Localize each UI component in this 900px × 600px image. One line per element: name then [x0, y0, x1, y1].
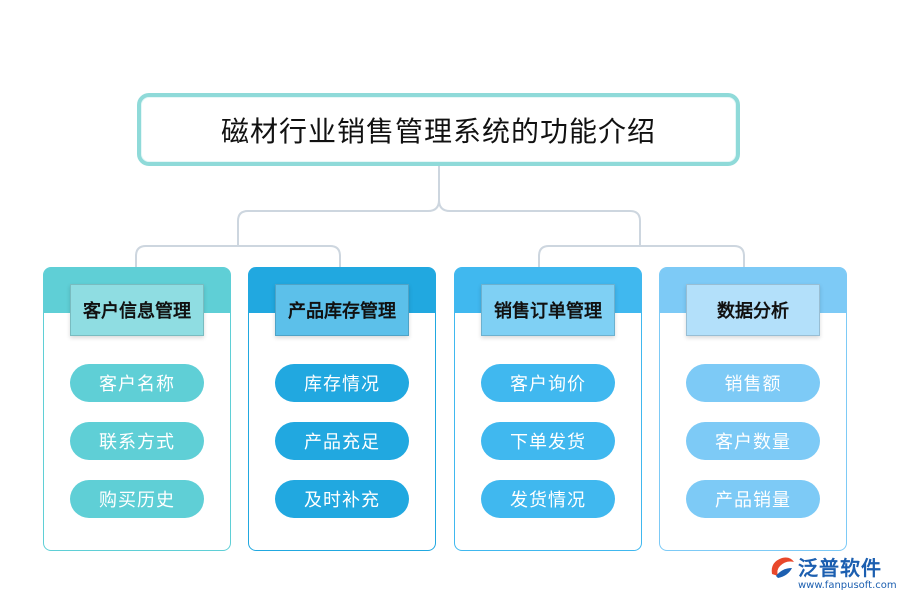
category-item: 及时补充 — [275, 480, 409, 518]
category-item: 购买历史 — [70, 480, 204, 518]
category-item: 发货情况 — [481, 480, 615, 518]
brand-name: 泛普软件 — [798, 556, 882, 580]
diagram-title-box: 磁材行业销售管理系统的功能介绍 — [137, 93, 740, 166]
category-card: 产品库存管理库存情况产品充足及时补充 — [248, 267, 436, 551]
category-item: 联系方式 — [70, 422, 204, 460]
trunk-line — [237, 166, 440, 246]
category-item: 客户名称 — [70, 364, 204, 402]
category-label: 销售订单管理 — [481, 284, 615, 336]
branch-right — [538, 245, 745, 267]
category-item: 产品充足 — [275, 422, 409, 460]
brand-url: www.fanpusoft.com — [798, 580, 897, 591]
brand-logo: 泛普软件 www.fanpusoft.com — [768, 552, 897, 596]
category-label: 客户信息管理 — [70, 284, 204, 336]
category-card: 客户信息管理客户名称联系方式购买历史 — [43, 267, 231, 551]
category-item: 销售额 — [686, 364, 820, 402]
category-label: 产品库存管理 — [275, 284, 409, 336]
category-item: 客户数量 — [686, 422, 820, 460]
trunk-line-right — [438, 199, 641, 246]
category-item: 产品销量 — [686, 480, 820, 518]
diagram-title: 磁材行业销售管理系统的功能介绍 — [220, 114, 656, 148]
fanpu-logo-icon — [771, 557, 794, 578]
branch-left — [135, 245, 341, 267]
category-label: 数据分析 — [686, 284, 820, 336]
category-item: 下单发货 — [481, 422, 615, 460]
category-card: 销售订单管理客户询价下单发货发货情况 — [454, 267, 642, 551]
category-item: 库存情况 — [275, 364, 409, 402]
category-item: 客户询价 — [481, 364, 615, 402]
category-card: 数据分析销售额客户数量产品销量 — [659, 267, 847, 551]
